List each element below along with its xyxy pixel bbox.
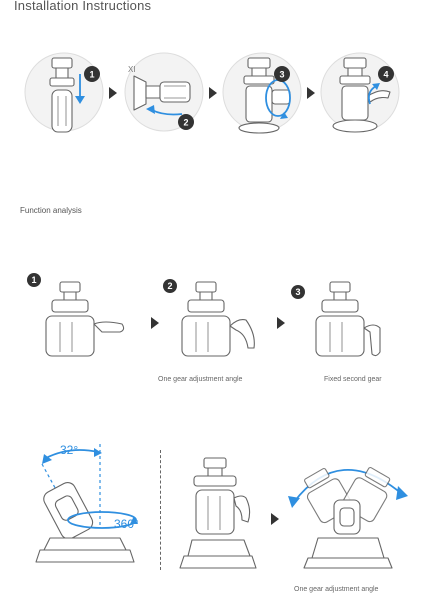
function-badge-1: 1 bbox=[27, 273, 41, 287]
install-badge-3-label: 3 bbox=[279, 70, 284, 80]
function-step-3-illustration: 3 bbox=[291, 281, 381, 357]
arrow-right-icon bbox=[271, 513, 279, 525]
install-badge-1-label: 1 bbox=[89, 70, 94, 80]
arrow-right-icon bbox=[307, 87, 315, 99]
function-badge-3: 3 bbox=[291, 285, 305, 299]
function-badge-2-label: 2 bbox=[167, 281, 172, 291]
tilt-rotation-illustration: 32° 360° bbox=[35, 443, 139, 563]
function-badge-3-label: 3 bbox=[295, 287, 300, 297]
spin-angle-label: 360° bbox=[114, 517, 139, 531]
function-badge-2: 2 bbox=[163, 279, 177, 293]
function-step-2-illustration: 2 bbox=[163, 279, 255, 357]
swing-angle-illustration bbox=[288, 467, 408, 569]
section-title-function-analysis: Function analysis bbox=[20, 206, 82, 215]
install-badge-1: 1 bbox=[84, 66, 100, 82]
arrow-right-icon bbox=[277, 317, 285, 329]
caption-one-gear: One gear adjustment angle bbox=[158, 376, 243, 383]
install-badge-2-label: 2 bbox=[183, 118, 188, 128]
tilt-angle-label: 32° bbox=[60, 443, 78, 457]
install-step-1-illustration: 1 bbox=[24, 52, 104, 133]
install-badge-2: 2 bbox=[178, 114, 194, 130]
install-badge-3: 3 bbox=[274, 66, 290, 82]
caption-rotation-one-gear: One gear adjustment angle bbox=[294, 586, 379, 593]
page-title: Installation Instructions bbox=[14, 0, 152, 13]
caption-fixed-second-gear: Fixed second gear bbox=[324, 376, 382, 383]
side-mount-illustration bbox=[179, 457, 257, 569]
function-step-1-illustration: 1 bbox=[27, 273, 125, 357]
arrow-right-icon bbox=[209, 87, 217, 99]
arrow-right-icon bbox=[151, 317, 159, 329]
install-step-4-illustration: 4 bbox=[320, 52, 400, 133]
install-badge-4-label: 4 bbox=[383, 70, 388, 80]
function-badge-1-label: 1 bbox=[31, 275, 36, 285]
install-step-3-illustration: 3 bbox=[222, 52, 302, 134]
section-divider bbox=[160, 450, 161, 570]
arrow-right-icon bbox=[109, 87, 117, 99]
install-badge-4: 4 bbox=[378, 66, 394, 82]
svg-text:XI: XI bbox=[128, 65, 136, 74]
install-step-2-illustration: XI 2 bbox=[124, 52, 204, 132]
